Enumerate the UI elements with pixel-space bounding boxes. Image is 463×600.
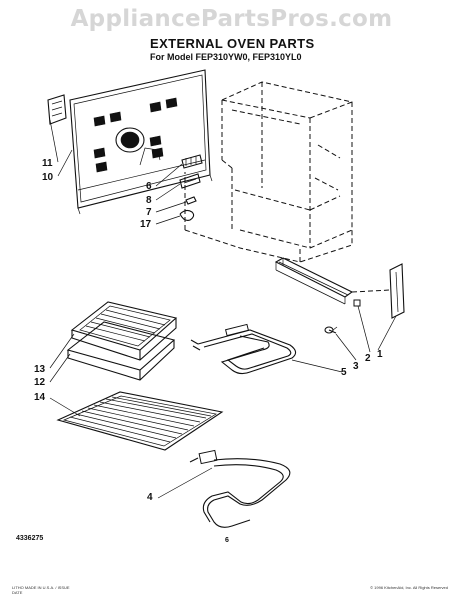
broiler-grid-part [66,321,176,381]
callout-6: 6 [146,181,152,192]
bake-element-part [190,323,297,375]
callout-10: 10 [42,172,54,183]
callout-17: 17 [140,219,152,230]
callout-2: 2 [365,353,371,364]
part-number: 4336275 [16,535,44,542]
model-subtitle: For Model FEP310YW0, FEP310YL0 [150,52,302,62]
side-bracket-part [353,263,405,319]
callout-5: 5 [341,367,347,378]
broil-element-part [189,449,291,528]
fine-print-right: © 1996 KitchenAid, Inc. All Rights Reser… [370,585,448,590]
clip-part [185,196,197,205]
spring-clip-part [179,209,195,221]
watermark: AppliancePartsPros.com [70,6,393,32]
screw-part [324,326,338,334]
callout-3: 3 [353,361,359,372]
callout-8: 8 [146,195,152,206]
callout-12: 12 [34,377,46,388]
mounting-bracket-part [47,94,67,125]
callout-4: 4 [147,492,153,503]
callout-13: 13 [34,364,46,375]
back-panel-part [69,69,213,215]
fine-print-left: LITHO MADE IN U.S.A. / ISSUE DATE [12,585,70,595]
terminal-block-part [181,154,203,169]
bracket-plate-part [179,173,201,189]
callout-14: 14 [34,392,46,403]
callout-11: 11 [42,158,53,169]
oven-rail-part [274,257,391,305]
oven-cabinet-outline [184,81,353,263]
diagram-title: EXTERNAL OVEN PARTS [150,36,315,51]
oven-rack-part [56,391,224,451]
callout-leader-lines [49,119,397,499]
callout-1: 1 [377,349,383,360]
page-number: 6 [225,537,229,544]
callout-7: 7 [146,207,152,218]
